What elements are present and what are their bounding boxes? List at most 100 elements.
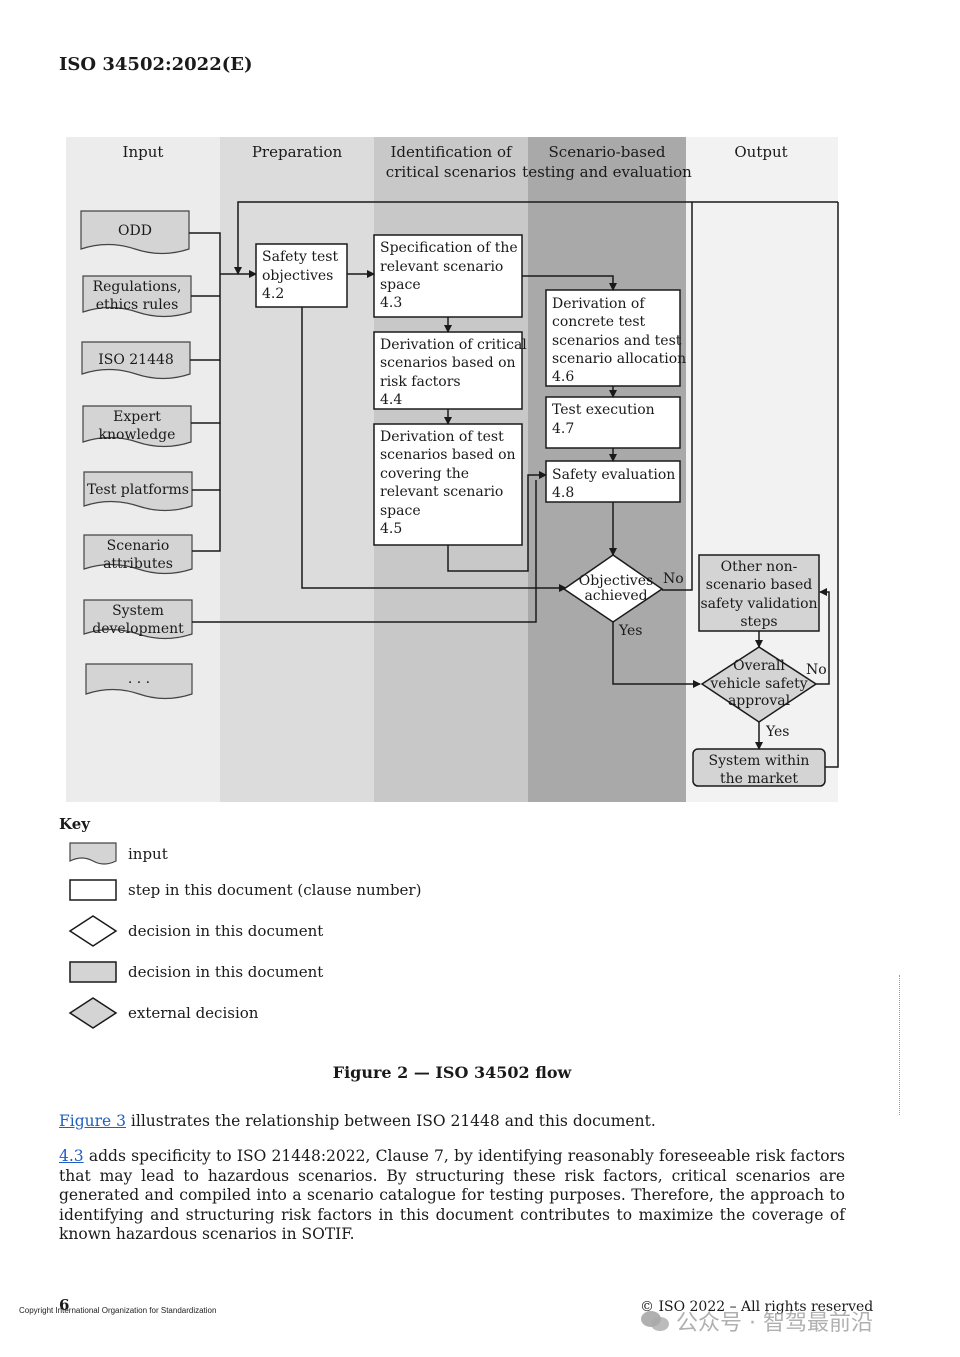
svg-text:knowledge: knowledge <box>99 427 176 443</box>
other-validation-steps: Other non- scenario based safety validat… <box>698 554 820 632</box>
key-symbol-decision <box>68 915 118 947</box>
input-more: . . . <box>85 663 193 700</box>
svg-text:System: System <box>112 603 164 619</box>
margin-dots <box>899 975 902 1115</box>
key-symbols <box>68 842 118 1029</box>
svg-text:Derivation of test: Derivation of test <box>380 429 504 445</box>
svg-text:development: development <box>92 621 184 637</box>
link-figure-3[interactable]: Figure 3 <box>59 1112 126 1130</box>
svg-text:Scenario: Scenario <box>107 538 170 554</box>
svg-text:Test execution: Test execution <box>552 402 655 418</box>
column-header-input: Input <box>123 143 164 161</box>
input-iso-21448: ISO 21448 <box>81 341 191 380</box>
step-4-3: Specification of the relevant scenario s… <box>373 234 523 318</box>
input-system-development: System development <box>83 599 193 640</box>
svg-text:critical scenarios: critical scenarios <box>386 163 516 181</box>
column-band-preparation <box>220 137 374 802</box>
column-header-testing: Scenario-based testing and evaluation <box>522 143 692 181</box>
column-header-preparation: Preparation <box>252 143 343 161</box>
svg-text:achieved: achieved <box>584 588 647 604</box>
output-system-within-market: System within the market <box>692 748 826 787</box>
input-documents: ODD Regulations, ethics rules ISO 21448 … <box>80 210 193 700</box>
svg-text:concrete test: concrete test <box>552 314 646 330</box>
step-4-4: Derivation of critical scenarios based o… <box>373 331 527 410</box>
decision-objectives-achieved: Objectives achieved <box>562 554 664 623</box>
key-symbol-step <box>69 879 117 901</box>
link-clause-4-3[interactable]: 4.3 <box>59 1147 84 1165</box>
svg-text:testing and evaluation: testing and evaluation <box>522 163 692 181</box>
svg-text:covering the: covering the <box>380 466 469 482</box>
svg-text:. . .: . . . <box>128 671 150 687</box>
svg-text:Safety evaluation: Safety evaluation <box>552 467 675 483</box>
svg-text:4.8: 4.8 <box>552 485 574 501</box>
svg-text:scenario allocation: scenario allocation <box>552 351 686 367</box>
svg-text:4.4: 4.4 <box>380 392 402 408</box>
label-yes-approval: Yes <box>765 724 790 740</box>
key-title: Key <box>59 815 90 833</box>
svg-text:objectives: objectives <box>262 268 333 284</box>
input-test-platforms: Test platforms <box>83 471 193 512</box>
svg-text:4.6: 4.6 <box>552 369 574 385</box>
svg-text:relevant scenario: relevant scenario <box>380 259 503 275</box>
iso-34502-flow-diagram: Input Preparation Identification of crit… <box>66 137 839 1029</box>
paragraph-figure-3: Figure 3 illustrates the relationship be… <box>59 1112 656 1130</box>
svg-text:scenario based: scenario based <box>706 577 813 593</box>
key-symbol-external-decision <box>68 997 118 1029</box>
svg-text:Input: Input <box>123 143 164 161</box>
svg-text:Regulations,: Regulations, <box>93 279 182 295</box>
svg-text:approval: approval <box>728 693 791 709</box>
svg-text:Test platforms: Test platforms <box>87 482 189 498</box>
input-expert-knowledge: Expert knowledge <box>82 405 192 448</box>
page-number: 6 <box>59 1296 70 1314</box>
input-odd: ODD <box>80 210 190 255</box>
input-scenario-attributes: Scenario attributes <box>83 534 193 575</box>
step-4-2: Safety test objectives 4.2 <box>255 243 348 308</box>
key-label-input: input <box>128 845 168 863</box>
svg-text:space: space <box>380 503 421 519</box>
svg-text:Expert: Expert <box>113 409 161 425</box>
copyright-notice-small: Copyright International Organization for… <box>19 1306 217 1315</box>
watermark: 公众号 · 智驾最前沿 <box>640 1305 873 1337</box>
key-label-external-decision: external decision <box>128 1004 259 1022</box>
svg-text:ethics rules: ethics rules <box>96 297 179 313</box>
svg-text:vehicle safety: vehicle safety <box>709 676 807 692</box>
svg-text:scenarios based on: scenarios based on <box>380 355 516 371</box>
key-symbol-decision-grey <box>69 961 117 983</box>
document-id: ISO 34502:2022(E) <box>59 54 253 75</box>
input-regulations: Regulations, ethics rules <box>82 275 192 318</box>
svg-text:safety validation: safety validation <box>700 596 817 612</box>
svg-text:risk factors: risk factors <box>380 374 461 390</box>
svg-text:4.2: 4.2 <box>262 286 284 302</box>
label-no-objectives: No <box>663 571 684 587</box>
svg-text:Overall: Overall <box>733 658 785 674</box>
svg-text:ISO 21448: ISO 21448 <box>98 352 174 368</box>
step-4-5: Derivation of test scenarios based on co… <box>373 423 523 546</box>
label-yes-objectives: Yes <box>618 623 643 639</box>
svg-text:Preparation: Preparation <box>252 143 343 161</box>
svg-text:the market: the market <box>720 771 798 787</box>
svg-text:relevant scenario: relevant scenario <box>380 484 503 500</box>
svg-text:Scenario-based: Scenario-based <box>549 143 666 161</box>
decision-vehicle-safety-approval: Overall vehicle safety approval <box>700 646 818 723</box>
svg-text:ODD: ODD <box>118 223 152 239</box>
figure-caption: Figure 2 — ISO 34502 flow <box>332 1063 572 1082</box>
svg-text:Other non-: Other non- <box>721 559 798 575</box>
svg-text:4.7: 4.7 <box>552 421 574 437</box>
svg-text:Derivation of: Derivation of <box>552 296 646 312</box>
key-label-decision-grey: decision in this document <box>128 963 324 981</box>
copyright-notice: © ISO 2022 – All rights reserved <box>640 1299 874 1315</box>
svg-text:space: space <box>380 277 421 293</box>
svg-text:Objectives: Objectives <box>579 573 653 589</box>
svg-text:Safety test: Safety test <box>262 249 338 265</box>
watermark-text: 公众号 · 智驾最前沿 <box>676 1311 873 1336</box>
column-header-output: Output <box>734 143 787 161</box>
step-4-7: Test execution 4.7 <box>545 396 681 449</box>
svg-text:4.5: 4.5 <box>380 521 402 537</box>
svg-text:Output: Output <box>734 143 787 161</box>
svg-text:Specification of the: Specification of the <box>380 240 518 256</box>
svg-text:Identification of: Identification of <box>390 143 513 161</box>
column-header-identification: Identification of critical scenarios <box>386 143 516 181</box>
svg-text:scenarios based on: scenarios based on <box>380 447 516 463</box>
label-no-approval: No <box>806 662 827 678</box>
wechat-icon <box>641 1311 669 1331</box>
